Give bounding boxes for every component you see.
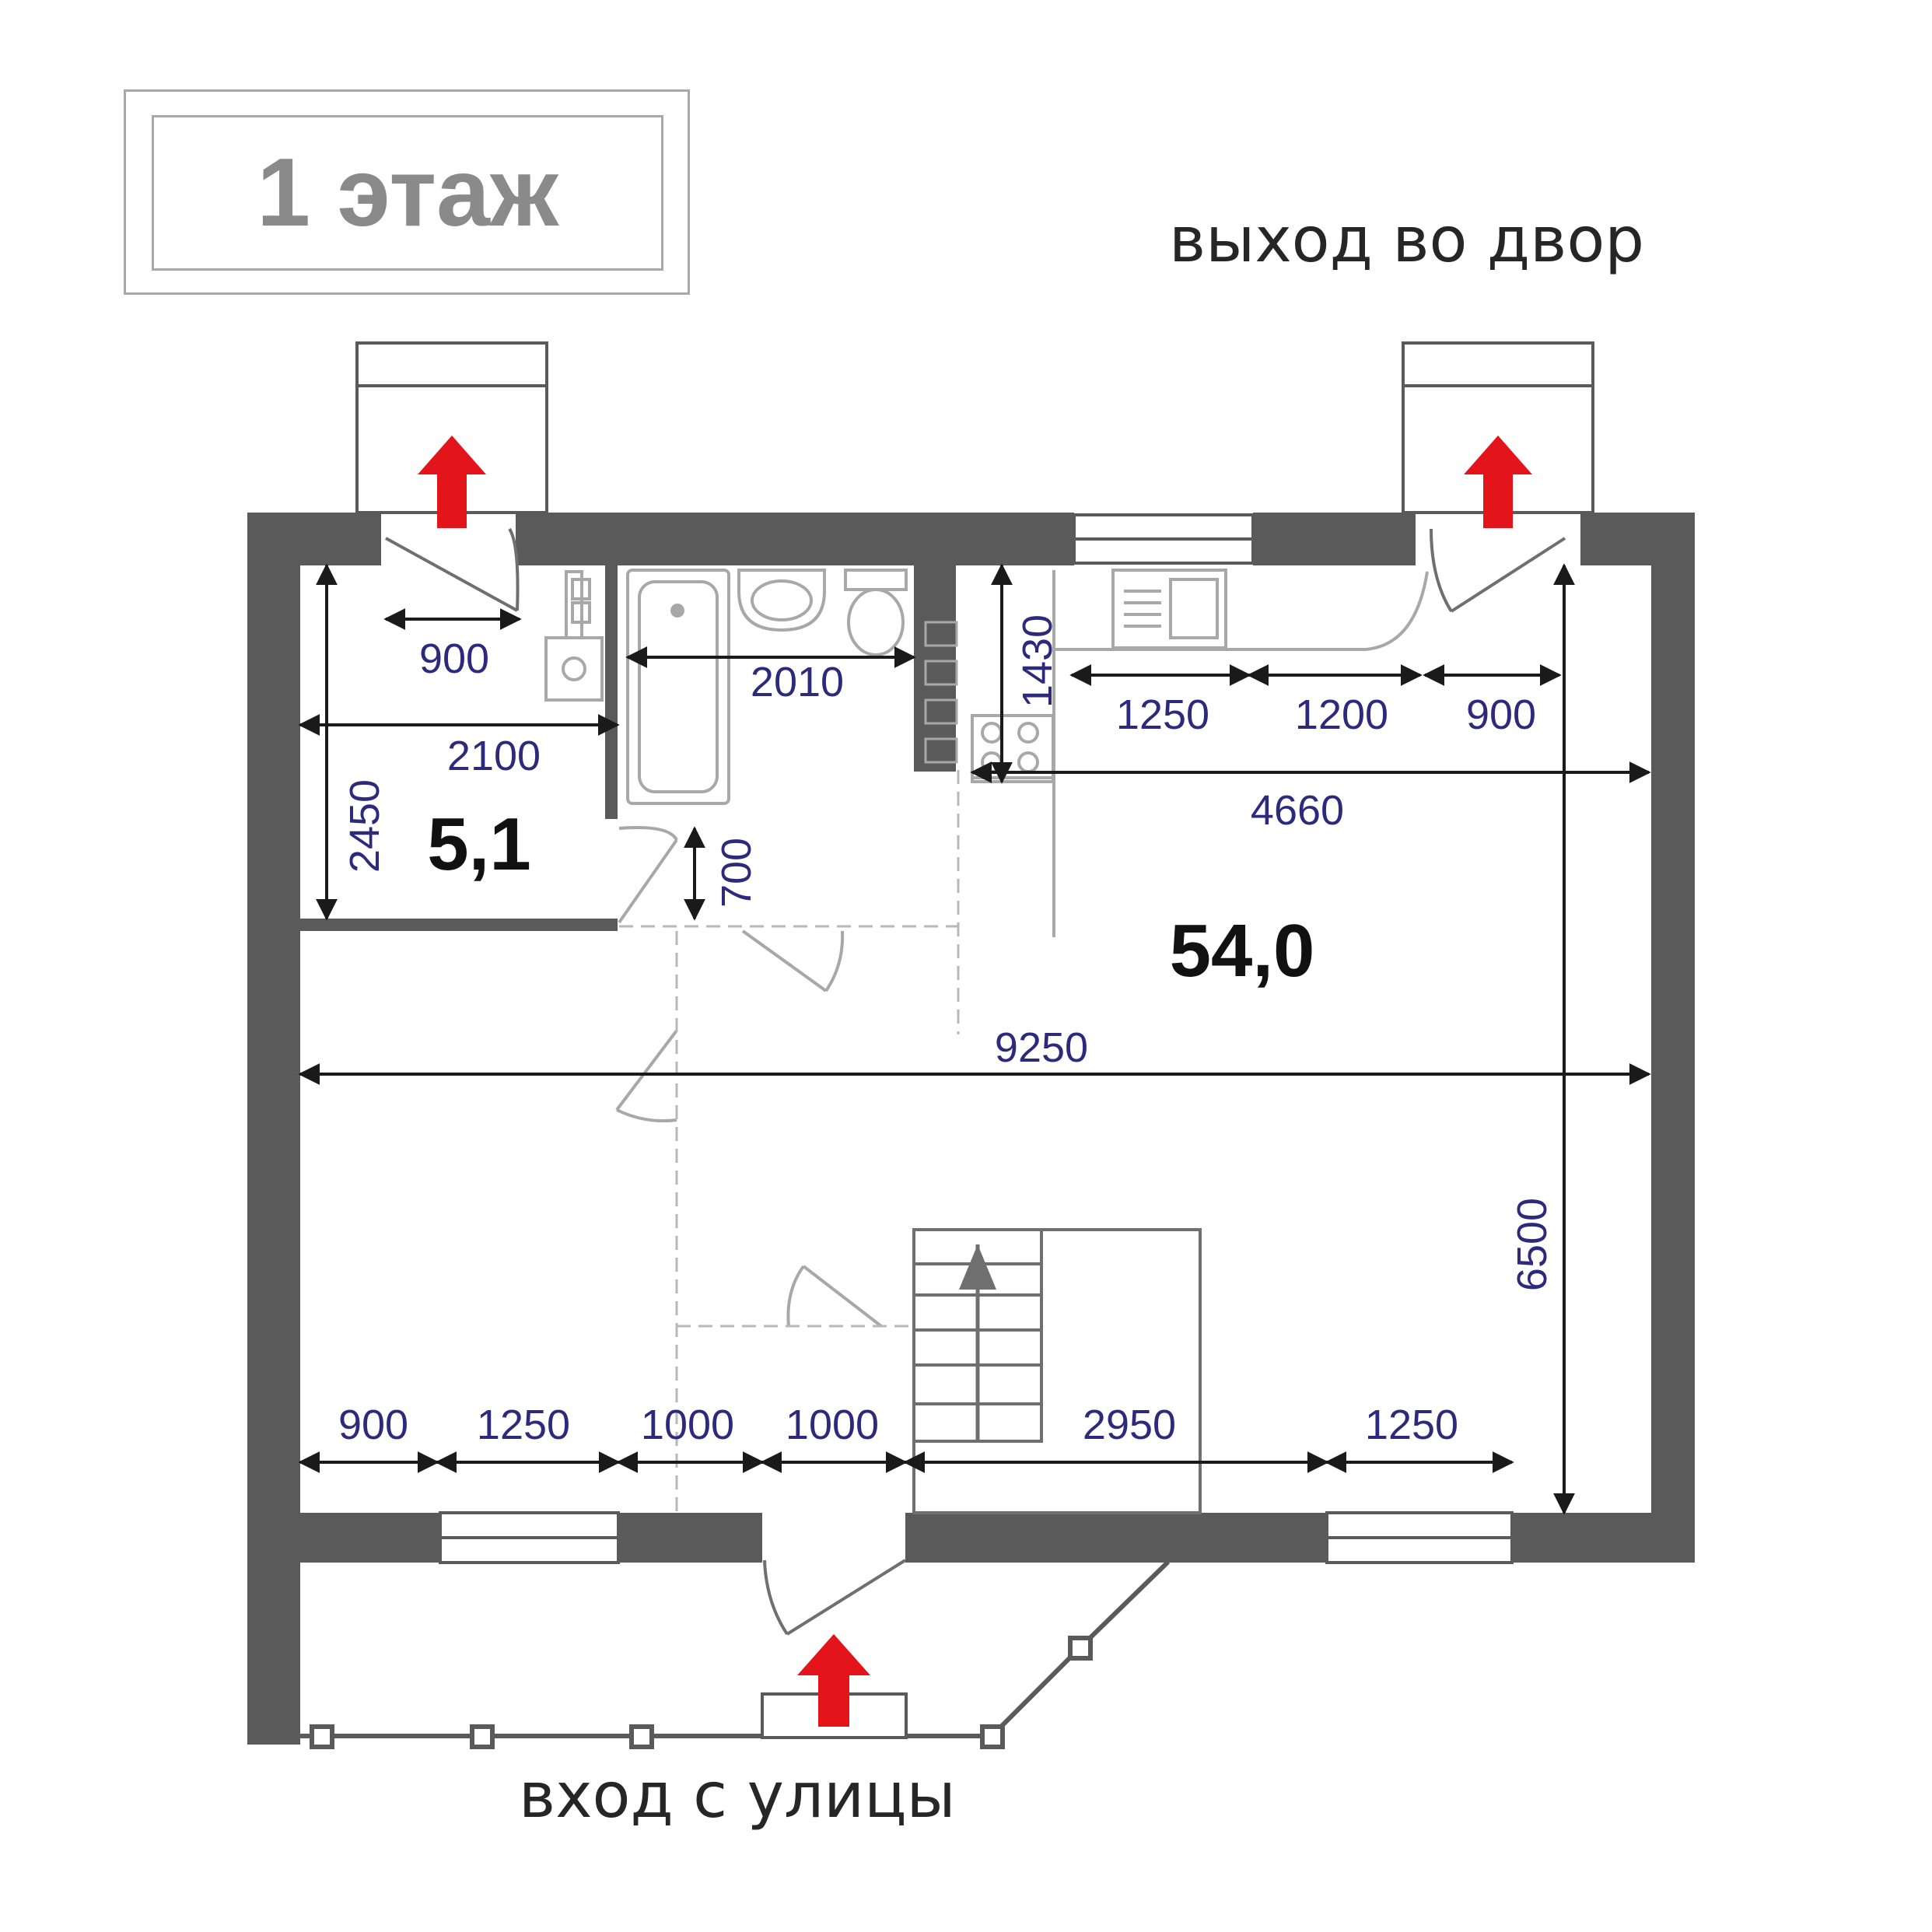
dimension-lines xyxy=(298,563,1651,1515)
bathtub xyxy=(626,569,730,805)
exterior-walls xyxy=(247,513,1695,1745)
dim-door-top-left: 900 xyxy=(419,635,489,682)
washbasin xyxy=(737,569,826,632)
zone-dashes xyxy=(619,770,960,1513)
ventilation-shaft xyxy=(924,621,958,764)
street-entrance-label: вход с улицы xyxy=(519,1759,956,1832)
dim-kitchen-depth: 1430 xyxy=(1014,614,1061,708)
dim-bath-length: 2010 xyxy=(751,659,844,705)
dim-total-width: 9250 xyxy=(995,1024,1088,1071)
boiler-fixture xyxy=(544,570,604,702)
entrance-arrow-icon xyxy=(797,1634,870,1727)
dim-small-room-depth: 2450 xyxy=(341,779,388,873)
yard-exit-label: выход во двор xyxy=(1169,204,1645,276)
stairs xyxy=(912,1228,1202,1514)
dim-door-top-right: 900 xyxy=(1466,691,1536,738)
veranda xyxy=(300,1559,1171,1749)
exit-arrow-right-icon xyxy=(1464,436,1532,528)
door-street xyxy=(763,1559,907,1636)
dim-bottom-stairs: 2950 xyxy=(1083,1402,1176,1448)
dim-small-room-width: 2100 xyxy=(447,733,541,779)
dim-door-bath: 700 xyxy=(713,838,760,908)
interior-walls xyxy=(300,565,956,931)
door-inner-1 xyxy=(741,929,845,992)
door-bath xyxy=(618,826,678,924)
dim-kitchen-width: 4660 xyxy=(1251,787,1344,834)
door-inner-2 xyxy=(615,1029,678,1123)
kitchen-sink xyxy=(1111,569,1227,649)
dim-total-depth: 6500 xyxy=(1509,1198,1556,1291)
door-top-right xyxy=(1430,528,1566,613)
dim-bottom-2: 1000 xyxy=(641,1402,734,1448)
dim-bottom-1: 900 xyxy=(338,1402,408,1448)
window-bottom-right xyxy=(1325,1511,1514,1564)
dim-bottom-window-right: 1250 xyxy=(1365,1402,1458,1448)
toilet xyxy=(844,569,908,656)
dim-kitchen-window: 1250 xyxy=(1116,691,1209,738)
area-small-room: 5,1 xyxy=(427,803,530,886)
dim-bottom-door: 1000 xyxy=(786,1402,879,1448)
door-inner-3 xyxy=(786,1265,883,1328)
floor-label: 1 этаж xyxy=(257,139,558,247)
window-bottom-left xyxy=(439,1511,620,1564)
floor-label-frame xyxy=(124,89,690,295)
floor-label-inner-frame xyxy=(152,115,663,271)
dim-bottom-window-left: 1250 xyxy=(477,1402,570,1448)
area-main-room: 54,0 xyxy=(1170,909,1315,992)
exit-arrow-left-icon xyxy=(418,436,486,528)
window-top xyxy=(1073,513,1255,565)
dim-kitchen-counter: 1200 xyxy=(1295,691,1388,738)
door-top-left xyxy=(385,527,520,612)
